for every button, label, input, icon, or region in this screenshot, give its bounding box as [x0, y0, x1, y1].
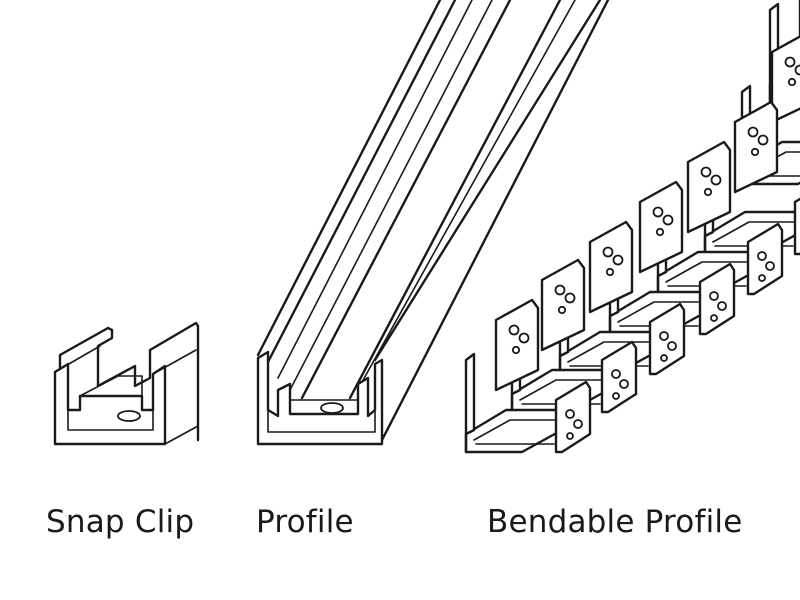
bendable-segment: [656, 140, 784, 296]
profile-label: Profile: [256, 504, 354, 540]
bendable-segment: [703, 100, 800, 256]
bendable-segment: [740, 35, 800, 186]
snap-clip-drawing: [53, 321, 200, 446]
snap-clip-screw-hole: [117, 410, 141, 422]
profile-screw-hole: [320, 402, 344, 414]
bendable-profile-drawing: [464, 0, 800, 454]
profile-drawing: [256, 0, 610, 446]
bendable-profile-label: Bendable Profile: [487, 504, 743, 540]
bendable-segment: [464, 298, 592, 454]
snap-clip-label: Snap Clip: [46, 504, 195, 540]
